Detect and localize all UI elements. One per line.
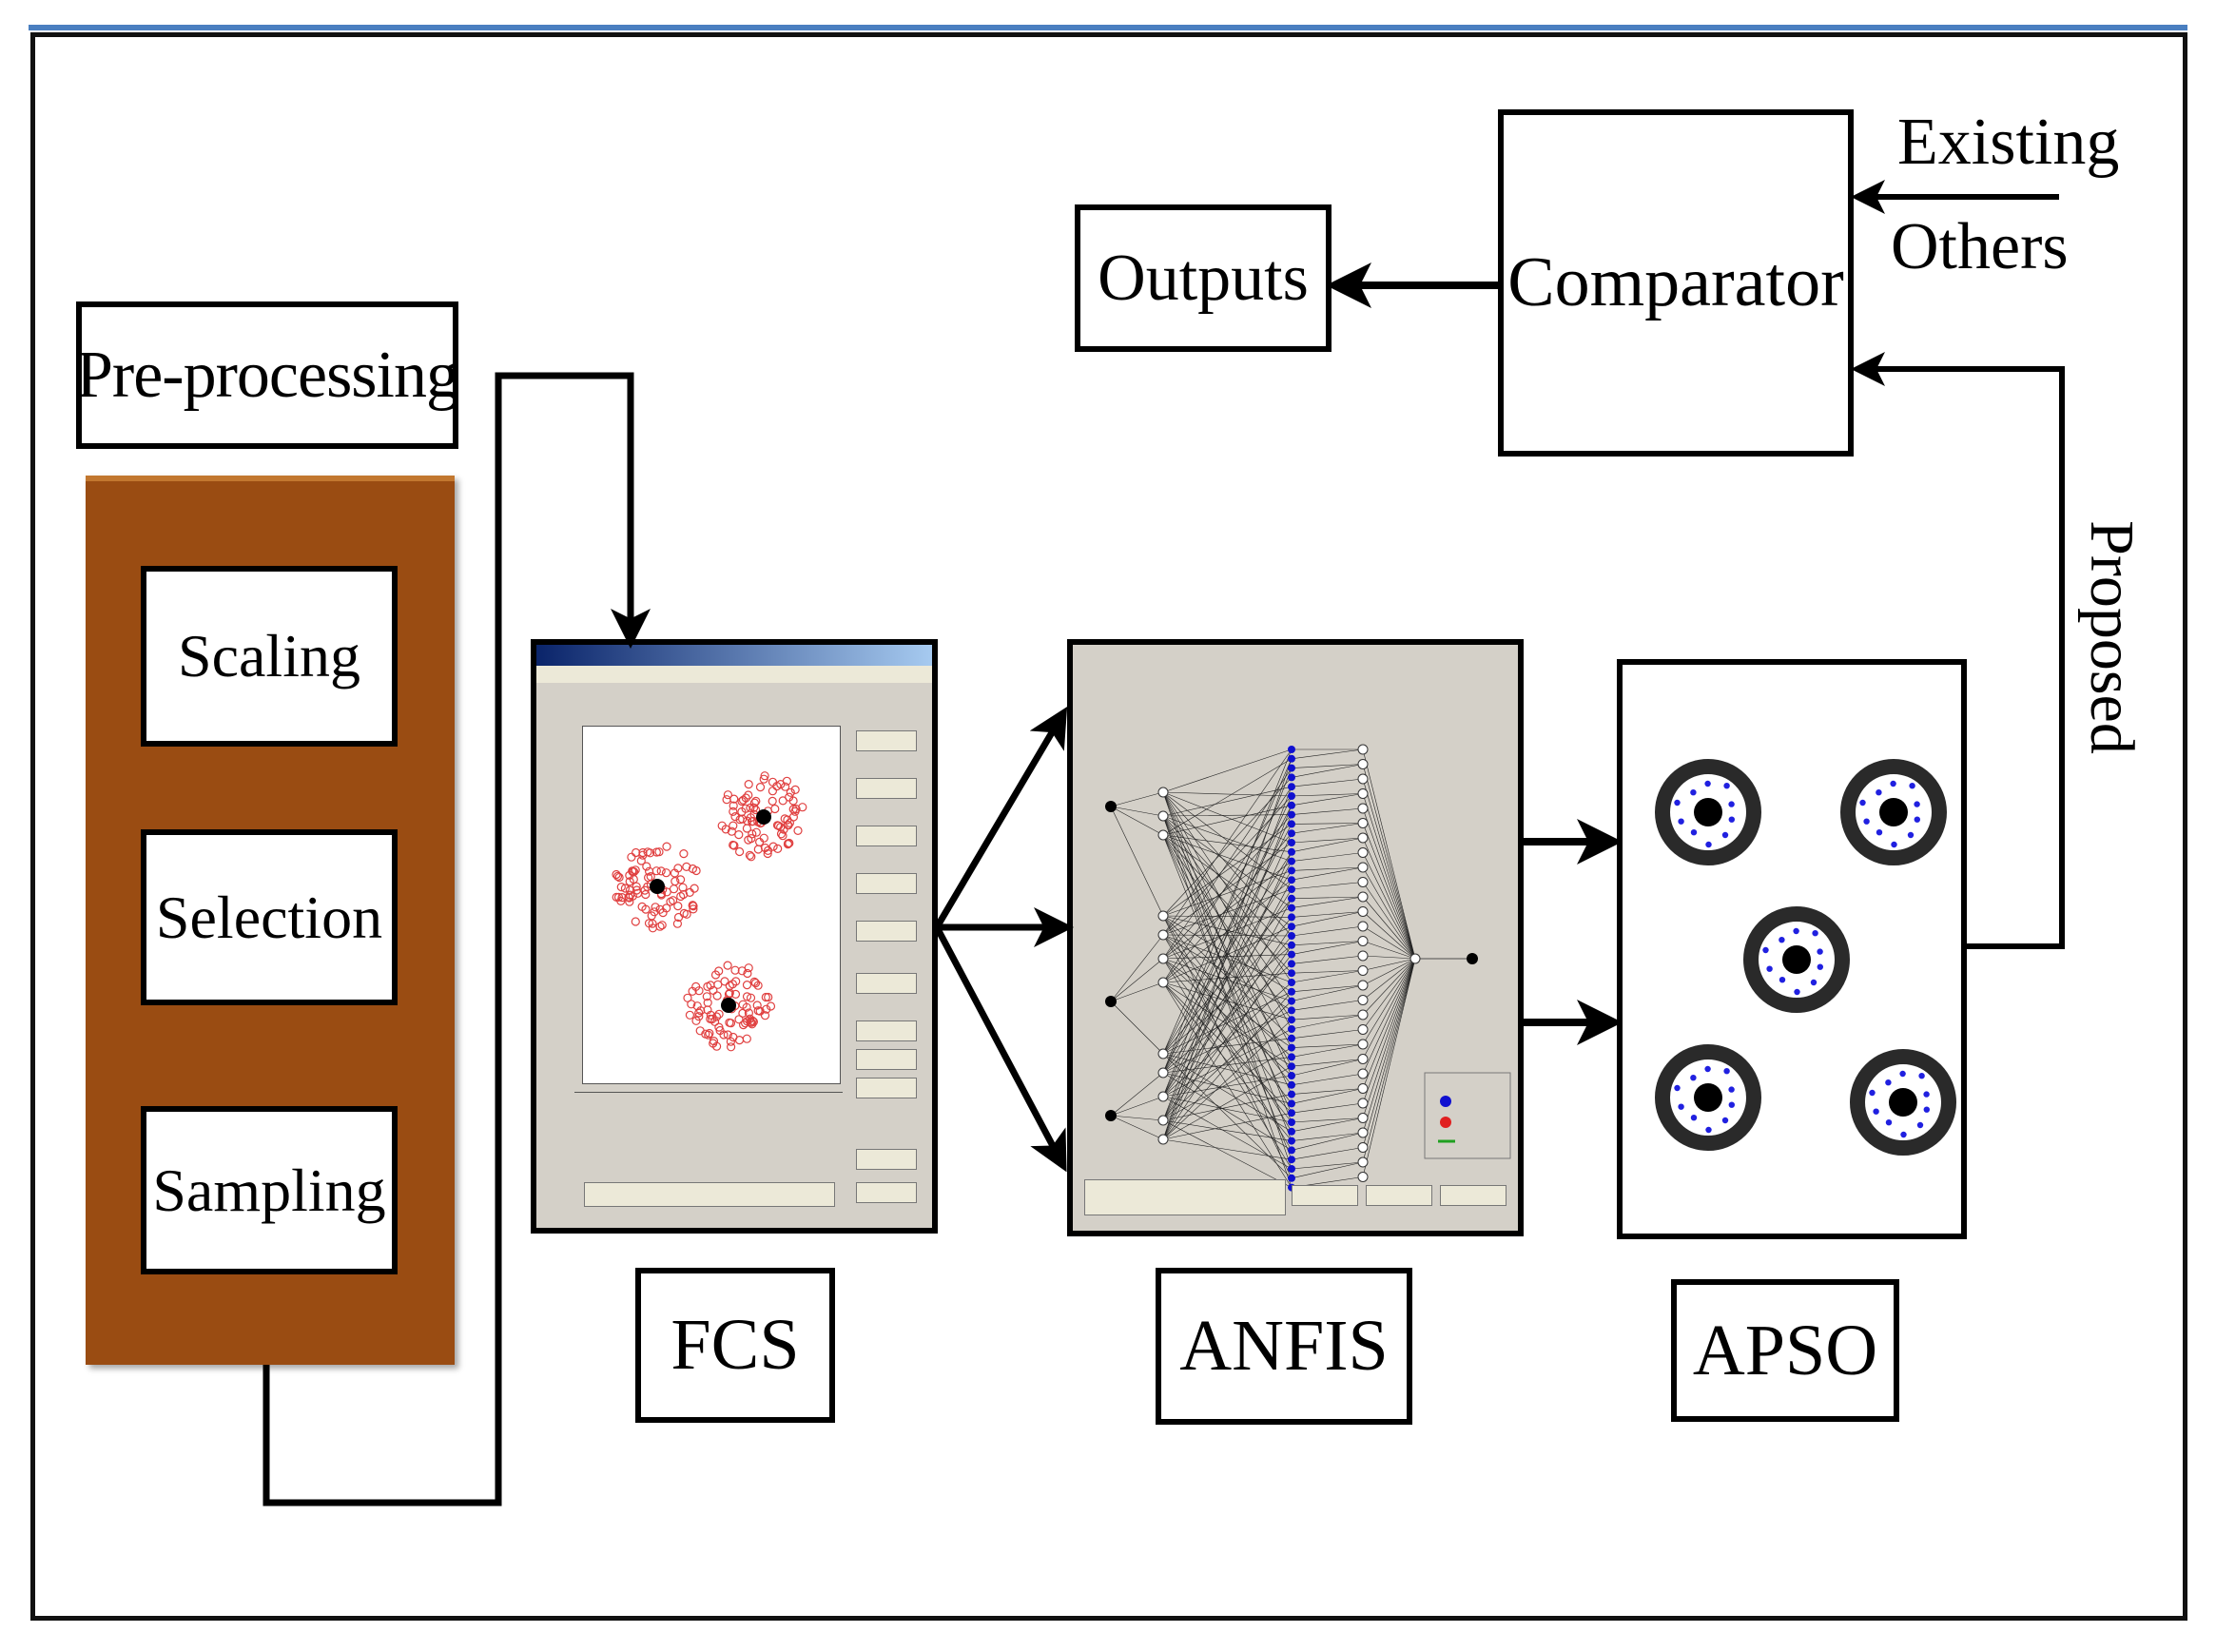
fcs-window-menubar bbox=[536, 666, 932, 683]
comparator-box: Comparator bbox=[1498, 109, 1854, 457]
fcs-label: FCS bbox=[671, 1305, 800, 1385]
anfis-network-svg bbox=[1105, 744, 1511, 1192]
top-accent-line bbox=[29, 25, 2187, 30]
step-scaling-box: Scaling bbox=[141, 566, 398, 747]
preprocessing-title: Pre-processing bbox=[76, 338, 459, 412]
fcs-cluster-plot bbox=[582, 726, 841, 1084]
others-label: Others bbox=[1891, 210, 2069, 283]
step-sampling-box: Sampling bbox=[141, 1106, 398, 1274]
step-sampling-label: Sampling bbox=[152, 1156, 386, 1224]
step-selection-label: Selection bbox=[155, 883, 383, 951]
outputs-label: Outputs bbox=[1098, 241, 1309, 315]
apso-swarm-svg bbox=[1655, 759, 1956, 1156]
step-selection-box: Selection bbox=[141, 829, 398, 1005]
fcs-clustering-screenshot bbox=[531, 639, 938, 1234]
diagram-frame bbox=[30, 32, 2187, 1621]
existing-label: Existing bbox=[1897, 106, 2120, 179]
proposed-label: Proposed bbox=[2077, 520, 2147, 754]
fcs-cluster-plot-svg bbox=[612, 771, 807, 1052]
fcs-window-titlebar bbox=[536, 645, 932, 666]
anfis-window-titlebar bbox=[1073, 645, 1518, 666]
anfis-structure-screenshot bbox=[1067, 639, 1524, 1236]
apso-label: APSO bbox=[1692, 1310, 1878, 1390]
outputs-box: Outputs bbox=[1075, 204, 1332, 352]
anfis-label-box: ANFIS bbox=[1156, 1268, 1412, 1425]
anfis-label: ANFIS bbox=[1179, 1306, 1389, 1386]
step-scaling-label: Scaling bbox=[178, 622, 360, 690]
comparator-label: Comparator bbox=[1507, 243, 1844, 321]
apso-swarm-box bbox=[1617, 659, 1967, 1239]
preprocessing-title-box: Pre-processing bbox=[76, 301, 459, 449]
fcs-label-box: FCS bbox=[635, 1268, 835, 1423]
apso-label-box: APSO bbox=[1671, 1279, 1899, 1422]
